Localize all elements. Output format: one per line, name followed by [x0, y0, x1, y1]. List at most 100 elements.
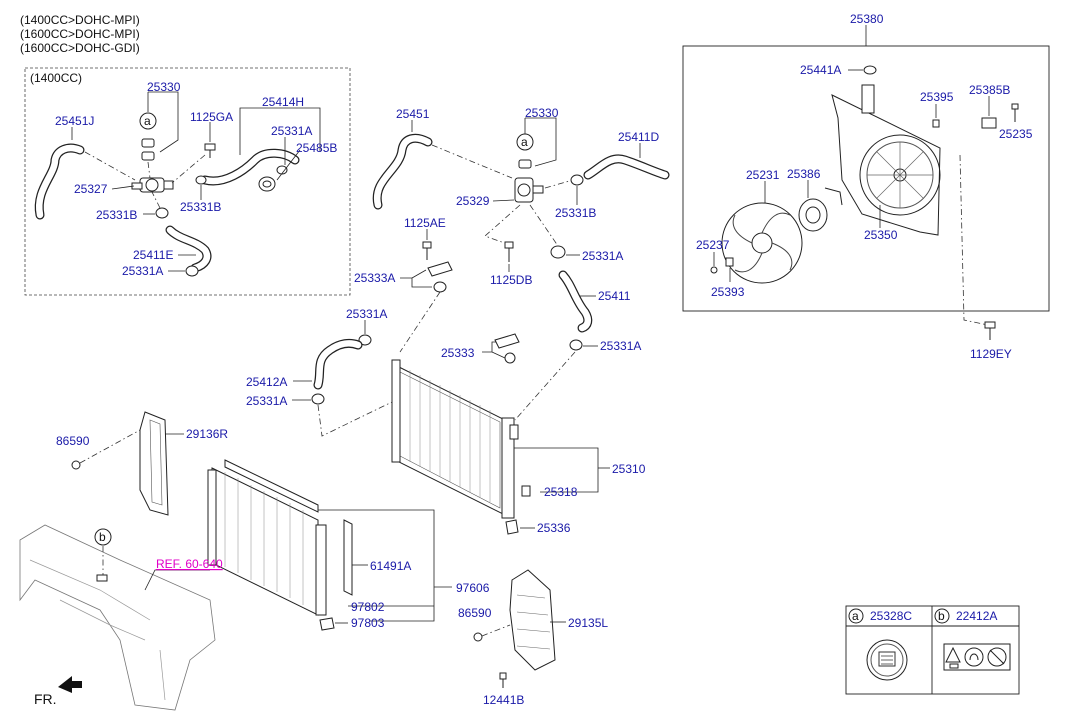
fan-shroud-25350 — [831, 84, 941, 236]
label-25331a-3[interactable]: 25331A — [600, 339, 641, 353]
seal-61491a — [343, 519, 353, 596]
legend-a-letter: a — [852, 609, 859, 623]
label-25331b-inset1[interactable]: 25331B — [96, 208, 137, 222]
label-97802[interactable]: 97802 — [351, 600, 385, 614]
drain-plug-25318 — [521, 485, 531, 497]
label-25395[interactable]: 25395 — [920, 90, 954, 104]
label-86590-1[interactable]: 86590 — [56, 434, 90, 448]
label-25380[interactable]: 25380 — [850, 12, 884, 26]
air-guard-29136r — [139, 411, 169, 516]
label-25451[interactable]: 25451 — [396, 107, 430, 121]
clamp-25331b-inset2 — [195, 175, 207, 185]
bolt-1129ey — [984, 321, 996, 340]
clip-25395 — [932, 119, 940, 128]
label-25350[interactable]: 25350 — [864, 228, 898, 242]
label-25331b[interactable]: 25331B — [555, 206, 596, 220]
legend-b-letter: b — [938, 609, 945, 623]
label-25327[interactable]: 25327 — [74, 182, 108, 196]
bolt-86590-1 — [71, 460, 81, 470]
label-plate-b — [96, 574, 108, 582]
engine-note-1: (1400CC>DOHC-MPI) — [20, 13, 140, 27]
legend-a-code[interactable]: 25328C — [870, 609, 912, 623]
clamp-25331a-2 — [358, 334, 372, 346]
label-25333a[interactable]: 25333A — [354, 271, 395, 285]
thermostat-housing-25327 — [131, 177, 174, 193]
label-25310[interactable]: 25310 — [612, 462, 646, 476]
engine-note-2: (1600CC>DOHC-MPI) — [20, 27, 140, 41]
label-25441a[interactable]: 25441A — [800, 63, 841, 77]
label-25331a-1[interactable]: 25331A — [582, 249, 623, 263]
label-25235[interactable]: 25235 — [999, 127, 1033, 141]
label-25330[interactable]: 25330 — [525, 106, 559, 120]
label-29135l[interactable]: 29135L — [568, 616, 608, 630]
label-25414h[interactable]: 25414H — [262, 95, 304, 109]
label-25485b[interactable]: 25485B — [296, 141, 337, 155]
label-12441b[interactable]: 12441B — [483, 693, 524, 707]
label-25329[interactable]: 25329 — [456, 194, 490, 208]
label-25237[interactable]: 25237 — [696, 238, 730, 252]
label-25385b[interactable]: 25385B — [969, 83, 1010, 97]
label-1125ga[interactable]: 1125GA — [190, 110, 233, 124]
label-25411[interactable]: 25411 — [598, 289, 631, 303]
label-25318[interactable]: 25318 — [544, 485, 578, 499]
label-25411d[interactable]: 25411D — [618, 130, 659, 144]
label-86590-2[interactable]: 86590 — [458, 606, 492, 620]
label-25331a-inset2[interactable]: 25331A — [122, 264, 163, 278]
callout-b-main-letter: b — [99, 530, 106, 544]
bolt-1125ga — [204, 143, 216, 158]
cap-25441a — [863, 65, 877, 75]
legend-box: a 25328C b 22412A — [845, 605, 1020, 695]
clamp-25331b — [570, 174, 584, 186]
mount-insulator-25336 — [505, 519, 519, 535]
label-25331b-inset2[interactable]: 25331B — [180, 200, 221, 214]
label-29136r[interactable]: 29136R — [186, 427, 228, 441]
bracket-25333 — [494, 333, 520, 364]
label-25330-inset[interactable]: 25330 — [147, 80, 181, 94]
label-25393[interactable]: 25393 — [711, 285, 745, 299]
fan-motor-25386 — [798, 187, 843, 232]
bolt-1125ae — [422, 241, 432, 260]
hose-25412a — [313, 338, 363, 390]
ref-60-640[interactable]: REF. 60-640 — [156, 557, 223, 571]
bolt-86590-2 — [473, 632, 483, 642]
engine-note-3: (1600CC>DOHC-GDI) — [20, 41, 140, 55]
fan-blade-25231 — [721, 202, 803, 284]
label-25412a[interactable]: 25412A — [246, 375, 287, 389]
label-25331a-4[interactable]: 25331A — [246, 394, 287, 408]
nut-25237 — [710, 266, 718, 274]
radiator-25310 — [391, 359, 519, 519]
label-97803[interactable]: 97803 — [351, 616, 385, 630]
callout-a-inset-letter: a — [144, 114, 151, 128]
label-25411e[interactable]: 25411E — [133, 248, 173, 262]
clamp-25331b-inset1 — [155, 207, 169, 219]
label-25333[interactable]: 25333 — [441, 346, 475, 360]
label-25331a-2[interactable]: 25331A — [346, 307, 387, 321]
label-25336[interactable]: 25336 — [537, 521, 571, 535]
front-arrow-icon — [58, 676, 82, 693]
label-1125db[interactable]: 1125DB — [490, 273, 532, 287]
label-25331a-inset1[interactable]: 25331A — [271, 124, 312, 138]
legend-b-code[interactable]: 22412A — [956, 609, 997, 623]
label-97606[interactable]: 97606 — [456, 581, 490, 595]
callout-a-inset — [139, 112, 157, 130]
label-1129ey[interactable]: 1129EY — [970, 347, 1012, 361]
inset-1400cc-box — [24, 67, 351, 296]
gasket-25330 — [518, 159, 532, 169]
bracket-25333a — [427, 261, 453, 293]
bolt-12441b — [499, 672, 507, 688]
clamp-25331a-inset1 — [276, 165, 288, 175]
label-25386[interactable]: 25386 — [787, 167, 821, 181]
clamp-25331a-1 — [550, 245, 566, 259]
label-25231[interactable]: 25231 — [746, 168, 780, 182]
label-1125ae[interactable]: 1125AE — [404, 216, 446, 230]
thermostat-housing-25329 — [514, 177, 544, 203]
screw-25235 — [1011, 103, 1019, 122]
callout-b-main — [94, 528, 112, 546]
gasket-25330-inset — [141, 151, 155, 161]
radiator-cap-icon — [866, 639, 908, 681]
label-61491a[interactable]: 61491A — [370, 559, 411, 573]
front-end-module — [19, 524, 216, 711]
label-25451j[interactable]: 25451J — [55, 114, 94, 128]
